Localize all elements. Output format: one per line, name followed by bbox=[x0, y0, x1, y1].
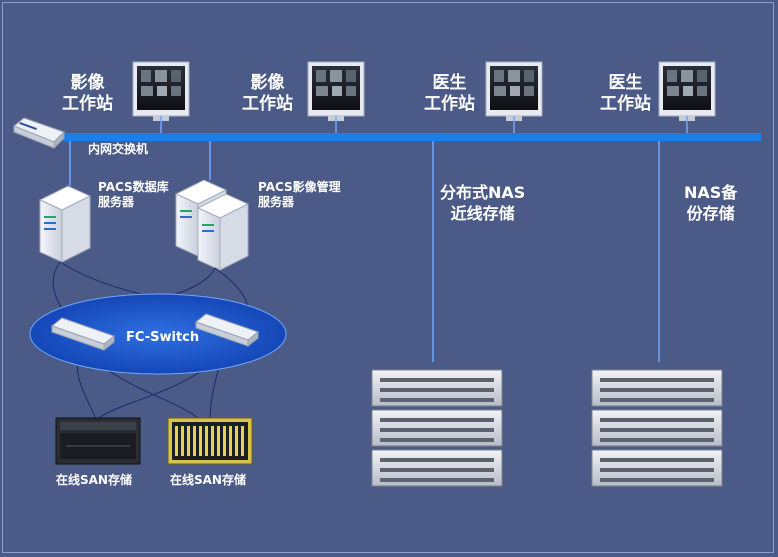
monitor-icon bbox=[658, 61, 716, 121]
pacs-db-label-line2: 服务器 bbox=[98, 195, 135, 209]
monitor-icon bbox=[132, 61, 190, 121]
pacs-image-server-label: PACS影像管理 服务器 bbox=[258, 180, 341, 210]
workstation-label-line1: 影像 bbox=[250, 73, 285, 93]
nas-backup-label: NAS备 份存储 bbox=[684, 182, 737, 224]
intranet-backbone bbox=[45, 133, 761, 141]
pacs-img-label-line2: 服务器 bbox=[258, 195, 295, 209]
nas-storage-rack-icon bbox=[371, 369, 503, 487]
workstation-label-line2: 工作站 bbox=[600, 94, 651, 114]
pacs-db-server-icon bbox=[38, 185, 92, 263]
intranet-switch-label: 内网交换机 bbox=[88, 142, 149, 156]
workstation-label-line2: 工作站 bbox=[424, 94, 475, 114]
workstation-label-line2: 工作站 bbox=[62, 94, 113, 114]
fc-switch-zone bbox=[29, 293, 287, 375]
nas-backup-label-line1: NAS备 bbox=[684, 183, 738, 202]
workstation-label-3: 医生 工作站 bbox=[424, 73, 475, 115]
fc-switch-icon bbox=[194, 313, 260, 348]
san-storage-icon bbox=[55, 417, 141, 465]
workstation-label-4: 医生 工作站 bbox=[600, 73, 651, 115]
workstation-label-2: 影像 工作站 bbox=[242, 73, 293, 115]
workstation-label-line1: 医生 bbox=[432, 73, 467, 93]
fc-switch-icon bbox=[50, 317, 116, 352]
intranet-switch-icon bbox=[13, 117, 65, 150]
nas-backup-label-line2: 份存储 bbox=[686, 204, 735, 223]
pacs-db-label-line1: PACS数据库 bbox=[98, 180, 169, 194]
san-storage-label-2: 在线SAN存储 bbox=[170, 473, 246, 487]
monitor-icon bbox=[307, 61, 365, 121]
nas-label-line1: 分布式NAS bbox=[440, 183, 526, 202]
workstation-label-line1: 医生 bbox=[608, 73, 643, 93]
nas-backup-rack-icon bbox=[591, 369, 723, 487]
san-storage-label-1: 在线SAN存储 bbox=[56, 473, 132, 487]
workstation-label-line1: 影像 bbox=[70, 73, 105, 93]
san-storage-icon bbox=[167, 417, 253, 465]
pacs-img-label-line1: PACS影像管理 bbox=[258, 180, 341, 194]
nas-label-line2: 近线存储 bbox=[450, 204, 515, 223]
monitor-icon bbox=[485, 61, 543, 121]
pacs-image-server-icon bbox=[196, 193, 250, 271]
workstation-label-1: 影像 工作站 bbox=[62, 73, 113, 115]
nas-storage-label: 分布式NAS 近线存储 bbox=[440, 182, 525, 224]
pacs-db-server-label: PACS数据库 服务器 bbox=[98, 180, 169, 210]
workstation-label-line2: 工作站 bbox=[242, 94, 293, 114]
workstation-monitors bbox=[132, 61, 716, 133]
fc-switch-label: FC-Switch bbox=[126, 330, 200, 345]
